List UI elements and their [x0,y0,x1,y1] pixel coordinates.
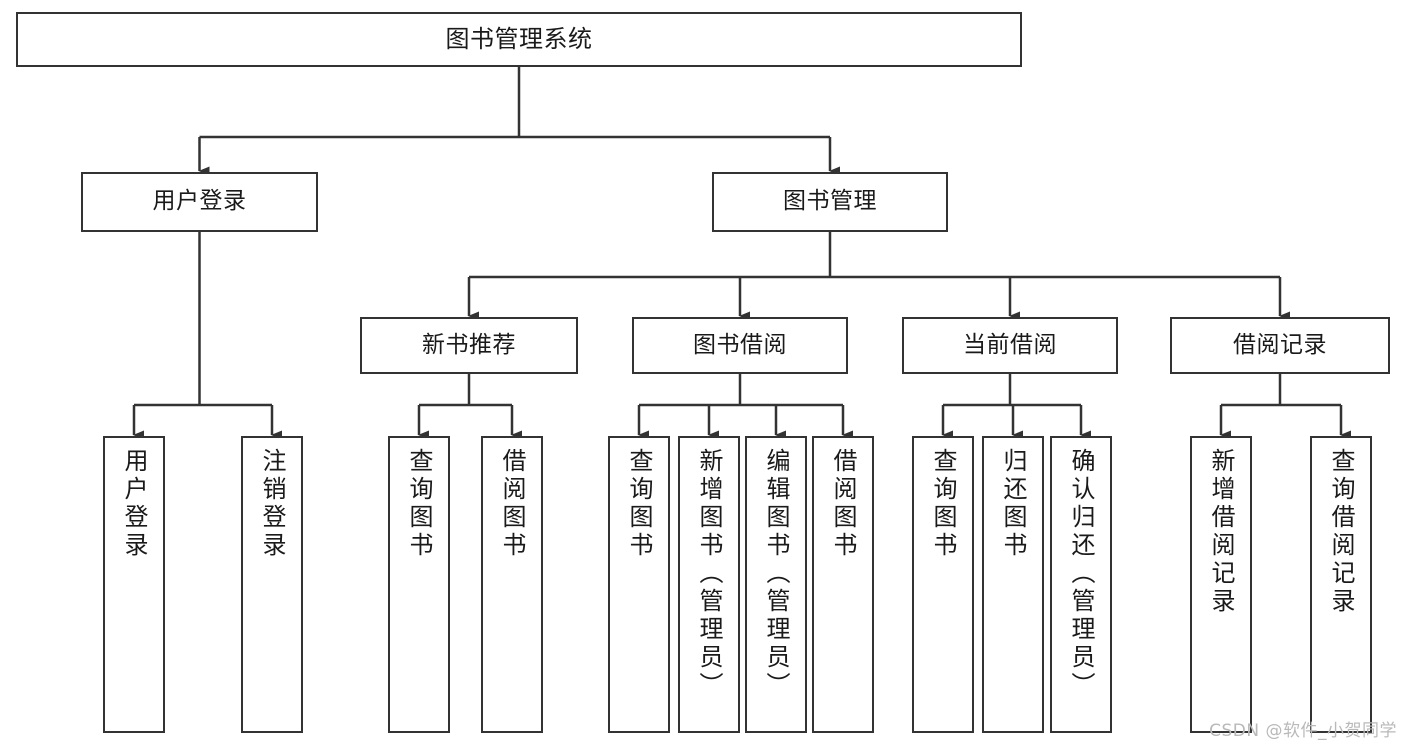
node-root[interactable]: 图书管理系统 [16,12,1022,67]
node-leaf-borrow-book-2[interactable]: 借阅图书 [812,436,874,733]
node-label: 新增借阅记录 [1207,448,1235,616]
node-label: 用户登录 [152,188,247,215]
node-leaf-query-book-3[interactable]: 查询图书 [912,436,974,733]
node-label: 查询借阅记录 [1327,448,1355,616]
node-leaf-user-login[interactable]: 用户登录 [103,436,165,733]
node-label: 图书管理 [783,188,877,215]
node-label: 确认归还（管理员） [1067,448,1095,700]
connector-lines [132,67,1351,440]
node-borrow-record[interactable]: 借阅记录 [1170,317,1390,374]
node-leaf-add-record[interactable]: 新增借阅记录 [1190,436,1252,733]
node-label: 图书借阅 [693,331,787,358]
node-label: 归还图书 [999,448,1027,560]
node-label: 借阅记录 [1233,331,1327,358]
node-label: 新增图书（管理员） [695,448,723,700]
node-label: 借阅图书 [498,448,526,560]
node-label: 用户登录 [120,448,148,560]
node-leaf-query-book-1[interactable]: 查询图书 [388,436,450,733]
node-book-manage[interactable]: 图书管理 [712,172,948,232]
node-label: 注销登录 [258,448,286,560]
node-leaf-borrow-book-1[interactable]: 借阅图书 [481,436,543,733]
node-label: 查询图书 [929,448,957,560]
node-leaf-query-book-2[interactable]: 查询图书 [608,436,670,733]
node-label: 查询图书 [625,448,653,560]
node-leaf-add-book[interactable]: 新增图书（管理员） [678,436,740,733]
csdn-watermark: CSDN @软件_小贺同学 [1209,721,1397,741]
node-new-book-rec[interactable]: 新书推荐 [360,317,578,374]
node-label: 编辑图书（管理员） [762,448,790,700]
node-book-borrow[interactable]: 图书借阅 [632,317,848,374]
node-leaf-query-record[interactable]: 查询借阅记录 [1310,436,1372,733]
node-label: 当前借阅 [963,331,1057,358]
node-leaf-logout[interactable]: 注销登录 [241,436,303,733]
node-label: 新书推荐 [422,331,516,358]
node-leaf-edit-book[interactable]: 编辑图书（管理员） [745,436,807,733]
node-label: 借阅图书 [829,448,857,560]
node-label: 查询图书 [405,448,433,560]
node-user-login[interactable]: 用户登录 [81,172,318,232]
node-leaf-return-book[interactable]: 归还图书 [982,436,1044,733]
node-leaf-confirm-return[interactable]: 确认归还（管理员） [1050,436,1112,733]
node-label: 图书管理系统 [445,25,593,54]
node-current-borrow[interactable]: 当前借阅 [902,317,1118,374]
